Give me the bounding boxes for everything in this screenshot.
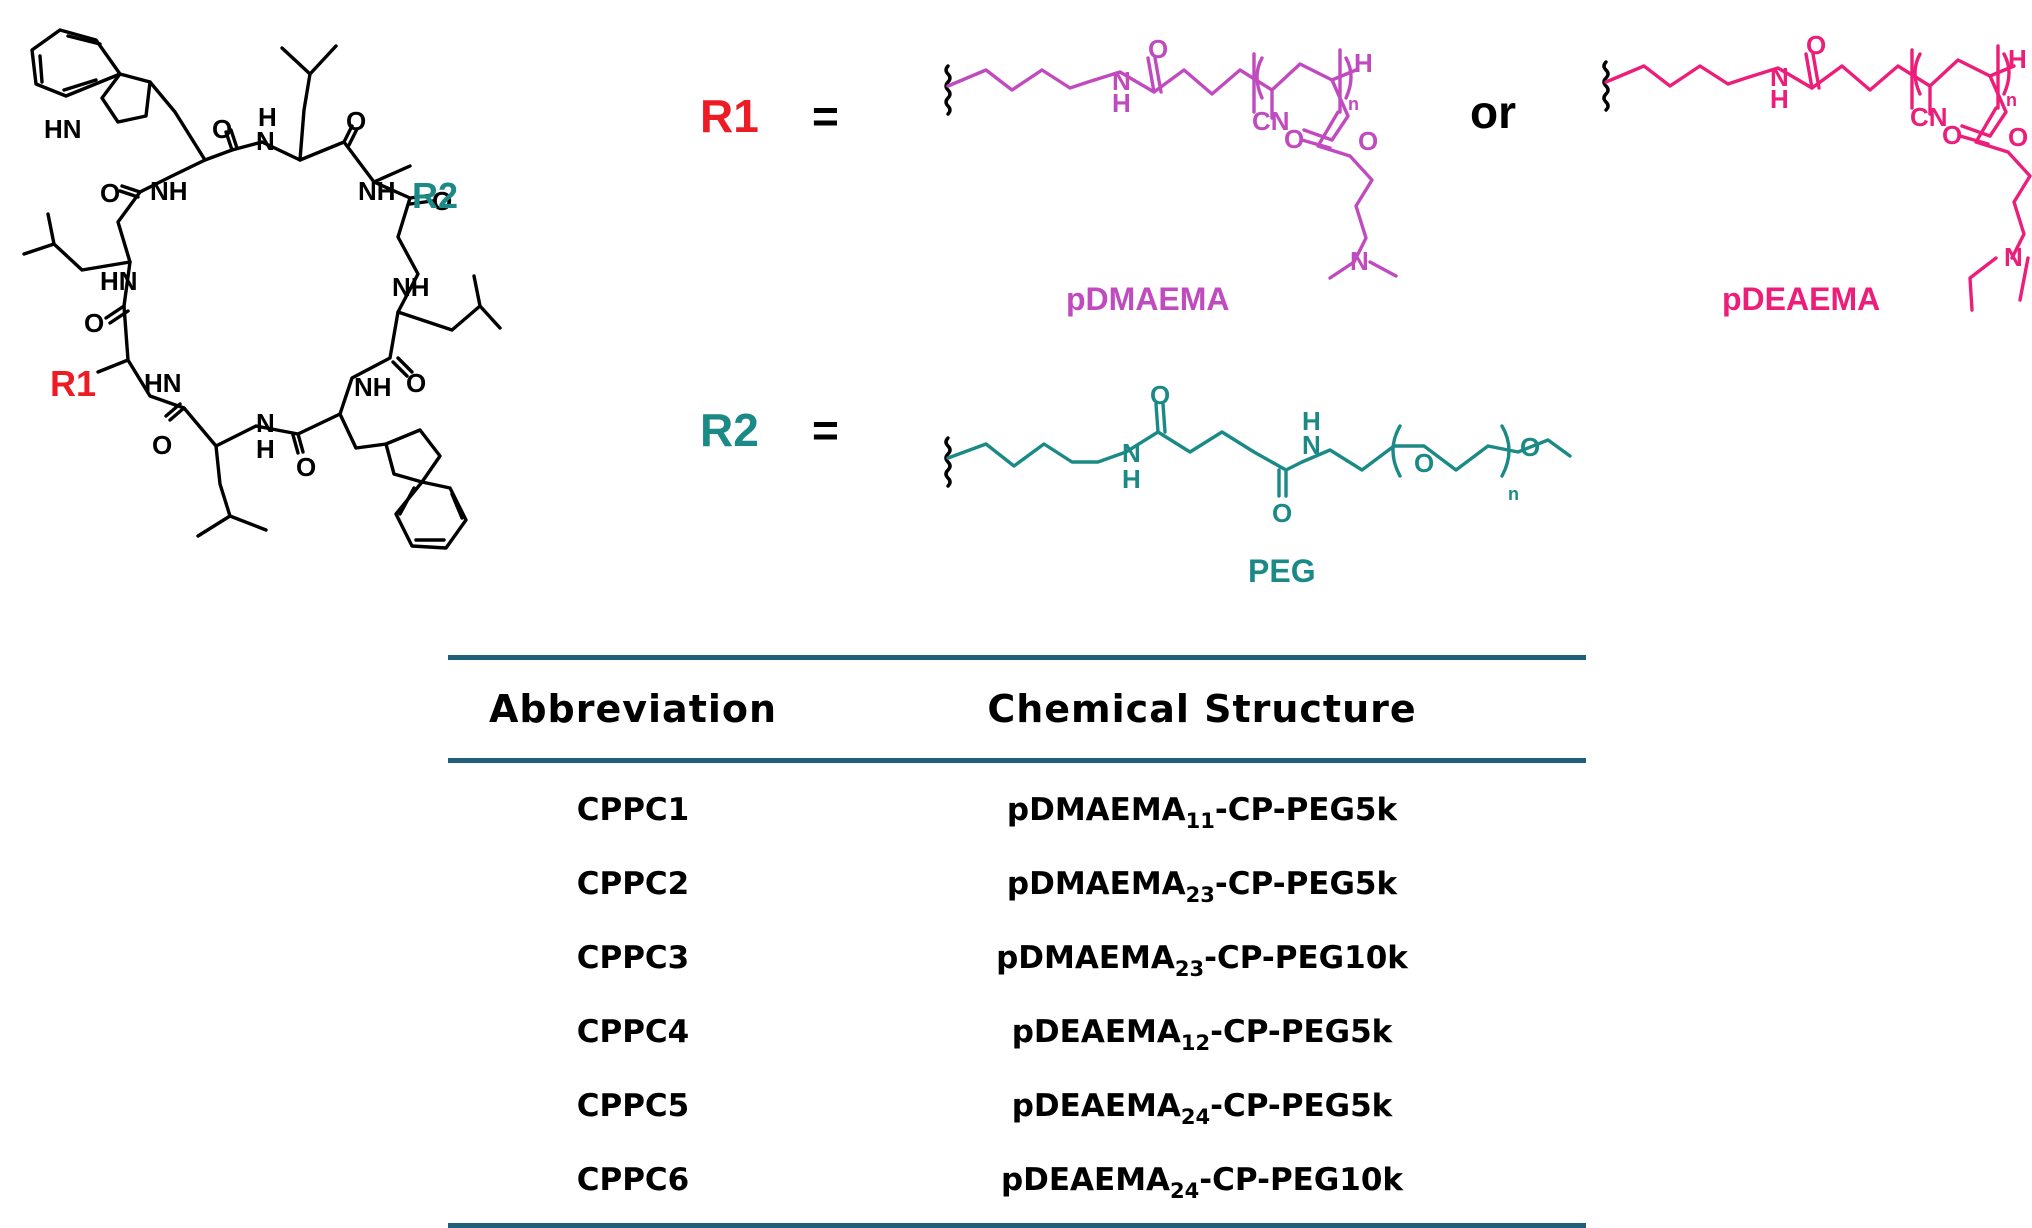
table-header-row: Abbreviation Chemical Structure bbox=[448, 660, 1586, 758]
h-label: H bbox=[2008, 44, 2027, 74]
o-label: O bbox=[100, 178, 120, 208]
n-subscript: n bbox=[2006, 90, 2017, 110]
h-label: H bbox=[1354, 48, 1373, 78]
o-label: O bbox=[1806, 30, 1826, 60]
pdmaema-name: pDMAEMA bbox=[1066, 281, 1230, 317]
o-label: O bbox=[152, 430, 172, 460]
peg-structure: N H O H N O O n O PEG bbox=[944, 380, 1572, 589]
o-label: O bbox=[432, 186, 452, 216]
abbreviation-cell: CPPC4 bbox=[576, 1014, 690, 1050]
n-label: N bbox=[1302, 430, 1321, 460]
cn-label: CN bbox=[1910, 102, 1948, 132]
o-label: O bbox=[1414, 448, 1434, 478]
n-label: N bbox=[1122, 438, 1141, 468]
pdeaema-structure: O N H H n CN O O N pDEAEMA bbox=[1602, 30, 2032, 317]
structure-cell: pDMAEMA23-CP-PEG5k bbox=[1006, 866, 1398, 907]
nh-label: NH bbox=[392, 272, 430, 302]
table-top-rule bbox=[448, 655, 1586, 660]
nh-label: NH bbox=[150, 176, 188, 206]
table-header-rule bbox=[448, 758, 1586, 763]
nh-label: HN bbox=[144, 368, 182, 398]
r2-attachment-label: R2 bbox=[412, 175, 458, 216]
r1-equals: = bbox=[812, 90, 839, 142]
r1-attachment-label: R1 bbox=[50, 363, 96, 404]
o-label: O bbox=[1148, 34, 1168, 64]
pdeaema-name: pDEAEMA bbox=[1722, 281, 1880, 317]
pdmaema-structure: O N H H n CN O O N pDMAEMA bbox=[944, 34, 1398, 317]
nh-label: HN bbox=[44, 114, 82, 144]
h-label: H bbox=[1302, 406, 1321, 436]
o-label: O bbox=[1520, 432, 1540, 462]
header-chemical-structure: Chemical Structure bbox=[987, 687, 1417, 731]
nh-label: HN bbox=[100, 266, 138, 296]
o-label: O bbox=[212, 114, 232, 144]
table-row: CPPC2 pDMAEMA23-CP-PEG5k bbox=[448, 847, 1586, 921]
o-label: O bbox=[1150, 380, 1170, 410]
table-row: CPPC4 pDEAEMA12-CP-PEG5k bbox=[448, 995, 1586, 1069]
o-label: O bbox=[1284, 124, 1304, 154]
nh-label: H bbox=[258, 102, 277, 132]
h-label: H bbox=[1112, 88, 1131, 118]
header-abbreviation: Abbreviation bbox=[488, 687, 778, 731]
o-label: O bbox=[84, 308, 104, 338]
r2-label: R2 bbox=[700, 404, 759, 456]
abbreviation-cell: CPPC3 bbox=[576, 940, 690, 976]
o-label: O bbox=[2008, 122, 2028, 152]
cn-label: CN bbox=[1252, 106, 1290, 136]
abbreviation-cell: CPPC6 bbox=[576, 1162, 690, 1198]
o-label: O bbox=[1272, 498, 1292, 528]
table-row: CPPC6 pDEAEMA24-CP-PEG10k bbox=[448, 1143, 1586, 1217]
nh-label: NH bbox=[354, 372, 392, 402]
n-label: N bbox=[1770, 62, 1789, 92]
cyclic-peptide-core: HN H N NH NH HN HN NH N H NH O O O O O O… bbox=[22, 28, 502, 550]
peg-name: PEG bbox=[1248, 553, 1316, 589]
h-label: H bbox=[1122, 464, 1141, 494]
r2-equals: = bbox=[812, 404, 839, 456]
table-row: CPPC3 pDMAEMA23-CP-PEG10k bbox=[448, 921, 1586, 995]
nh-label: N bbox=[256, 126, 275, 156]
h-label: H bbox=[1770, 84, 1789, 114]
n-label: N bbox=[1350, 246, 1369, 276]
n-label: N bbox=[2004, 242, 2023, 272]
nh-label: N bbox=[256, 408, 275, 438]
structure-cell: pDMAEMA11-CP-PEG5k bbox=[1006, 792, 1398, 833]
structure-cell: pDEAEMA24-CP-PEG10k bbox=[1000, 1162, 1404, 1203]
table-row: CPPC1 pDMAEMA11-CP-PEG5k bbox=[448, 773, 1586, 847]
table-bottom-rule bbox=[448, 1223, 1586, 1228]
structure-cell: pDEAEMA24-CP-PEG5k bbox=[1011, 1088, 1393, 1129]
o-label: O bbox=[346, 106, 366, 136]
nh-label: NH bbox=[358, 176, 396, 206]
structure-cell: pDMAEMA23-CP-PEG10k bbox=[996, 940, 1408, 981]
chemical-scheme: HN H N NH NH HN HN NH N H NH O O O O O O… bbox=[22, 28, 2032, 589]
n-label: N bbox=[1112, 66, 1131, 96]
n-subscript: n bbox=[1348, 94, 1359, 114]
o-label: O bbox=[1358, 126, 1378, 156]
or-label: or bbox=[1470, 86, 1516, 138]
r1-label: R1 bbox=[700, 90, 759, 142]
structure-cell: pDEAEMA12-CP-PEG5k bbox=[1011, 1014, 1393, 1055]
abbreviation-table: Abbreviation Chemical Structure CPPC1 pD… bbox=[448, 655, 1586, 1228]
nh-label: H bbox=[256, 434, 275, 464]
abbreviation-cell: CPPC2 bbox=[576, 866, 690, 902]
table-row: CPPC5 pDEAEMA24-CP-PEG5k bbox=[448, 1069, 1586, 1143]
o-label: O bbox=[1942, 120, 1962, 150]
o-label: O bbox=[406, 368, 426, 398]
n-subscript: n bbox=[1508, 484, 1519, 504]
abbreviation-cell: CPPC1 bbox=[576, 792, 690, 828]
o-label: O bbox=[296, 452, 316, 482]
abbreviation-cell: CPPC5 bbox=[576, 1088, 690, 1124]
